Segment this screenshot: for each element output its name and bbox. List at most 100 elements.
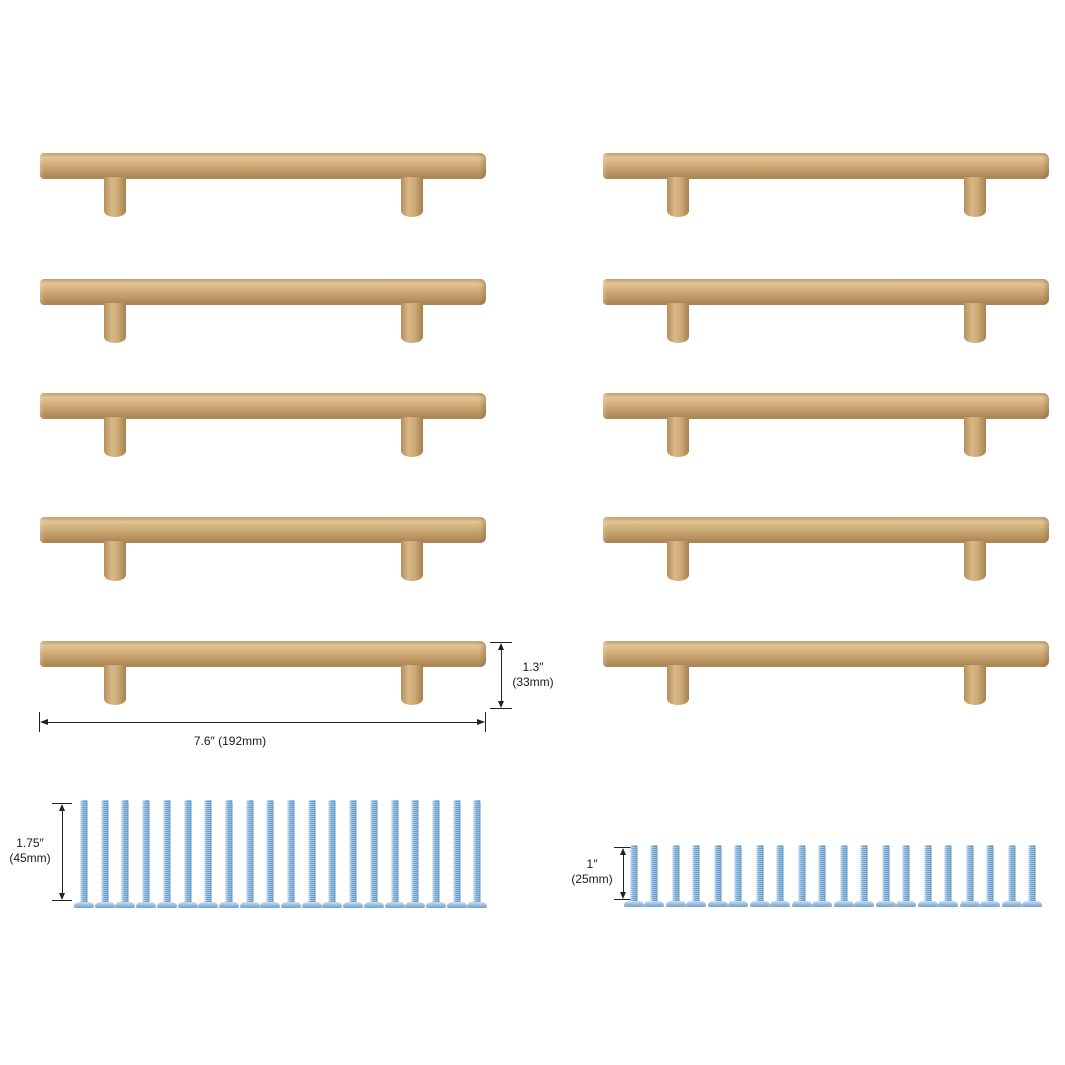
handle-leg [964,177,986,217]
handle-bar [603,641,1049,667]
long-screw [425,800,446,908]
height-inch: 1.3″ [522,660,544,674]
long-screw [405,800,426,908]
handle-bar [40,641,486,667]
short-screw-bottom-tick [614,899,632,900]
handle-leg [401,303,423,343]
handle-bar [603,517,1049,543]
long-screw [281,800,301,908]
short-screw [834,845,854,907]
short-screw [980,845,1000,907]
arrow-left-icon [40,719,48,725]
height-bottom-tick [490,708,512,709]
handle-leg [104,177,126,217]
long-screw [343,800,364,908]
cabinet-handle [40,393,486,463]
short-screw [876,845,896,907]
long-screw [322,800,343,908]
cabinet-handle [603,279,1049,349]
short-screw-label: 1″ (25mm) [566,857,618,887]
cabinet-handle [603,517,1049,587]
height-arrow-line [501,646,502,705]
cabinet-handle [40,279,486,349]
long-screw-label: 1.75″ (45mm) [2,836,58,866]
short-screw [896,845,916,907]
short-screw-top-tick [614,847,632,848]
height-mm: (33mm) [512,675,554,689]
long-screw [156,800,177,908]
handle-leg [104,541,126,581]
short-screw [686,845,706,907]
handle-bar [40,279,486,305]
length-right-tick [485,712,486,732]
short-screw [750,845,770,907]
arrow-right-icon [477,719,485,725]
long-screw [301,800,322,908]
short-screw [770,845,790,907]
long-screw [74,800,94,908]
arrow-down-icon [59,893,65,900]
handle-leg [964,417,986,457]
handle-leg [104,303,126,343]
short-screw [1002,845,1022,907]
short-screw [812,845,832,907]
handle-leg [667,417,689,457]
handle-bar [40,517,486,543]
short-screw-mm: (25mm) [571,872,613,886]
long-screw [136,800,157,908]
height-label: 1.3″ (33mm) [508,660,558,690]
long-screw [177,800,198,908]
short-screw [728,845,748,907]
handle-leg [401,177,423,217]
long-screw [198,800,219,908]
short-screw [960,845,980,907]
long-screw-inch: 1.75″ [16,836,44,850]
handle-bar [40,153,486,179]
short-screw [792,845,812,907]
long-screw [218,800,239,908]
arrow-up-icon [59,804,65,811]
handle-bar [603,153,1049,179]
short-screw [1022,845,1042,907]
handle-leg [964,665,986,705]
arrow-down-icon [498,701,504,708]
height-top-tick [490,642,512,643]
arrow-down-icon [620,892,626,899]
handle-leg [667,665,689,705]
short-screw [708,845,728,907]
cabinet-handle [40,153,486,223]
long-screw [467,800,488,908]
short-screw [624,845,644,907]
long-screw [384,800,405,908]
short-screw [644,845,664,907]
long-screw-bottom-tick [52,900,72,901]
arrow-up-icon [620,848,626,855]
long-screw-mm: (45mm) [9,851,51,865]
handle-leg [401,541,423,581]
long-screw [115,800,136,908]
handle-leg [964,541,986,581]
long-screw [94,800,115,908]
short-screw [918,845,938,907]
short-screw [666,845,686,907]
length-arrow-line [42,722,483,723]
arrow-up-icon [498,643,504,650]
long-screw [260,800,281,908]
short-screw-inch: 1″ [586,857,598,871]
handle-bar [40,393,486,419]
short-screw [854,845,874,907]
long-screw-arrow-line [62,807,63,897]
handle-leg [401,417,423,457]
short-screw-arrow-line [623,851,624,896]
handle-leg [104,417,126,457]
handle-bar [603,393,1049,419]
handle-bar [603,279,1049,305]
cabinet-handle [40,641,486,711]
handle-leg [104,665,126,705]
cabinet-handle [603,153,1049,223]
long-screw [363,800,384,908]
long-screw-top-tick [52,803,72,804]
handle-leg [964,303,986,343]
cabinet-handle [603,641,1049,711]
long-screw [239,800,260,908]
